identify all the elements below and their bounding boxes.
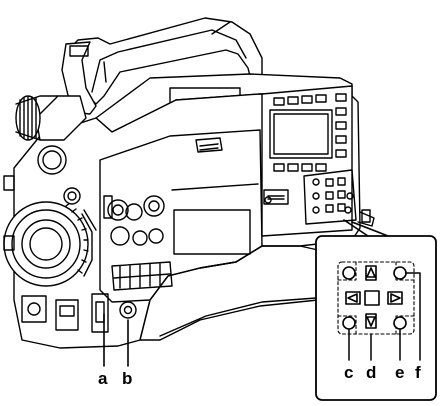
center-button [364,290,380,306]
callout-label-e: e [395,363,404,382]
arrow-up-icon [365,265,377,281]
callout-label-a: a [98,369,108,388]
callout-label-f: f [415,363,421,382]
direction-pad [345,265,403,329]
callout-label-b: b [122,369,132,388]
button-e [393,316,407,330]
arrow-left-icon [345,291,361,305]
arrow-right-icon [387,291,403,305]
body-button-grid [303,169,357,225]
lcd-panel [261,85,353,237]
arrow-down-icon [365,313,377,329]
camera-body [3,17,375,349]
button-c-upper [342,266,356,280]
button-f [393,266,407,280]
callout-label-d: d [366,363,376,382]
leader-lines [103,219,389,367]
inset-zoom-box [315,235,437,401]
lens-mount [3,201,97,287]
callout-label-c: c [344,363,353,382]
button-c [342,316,356,330]
